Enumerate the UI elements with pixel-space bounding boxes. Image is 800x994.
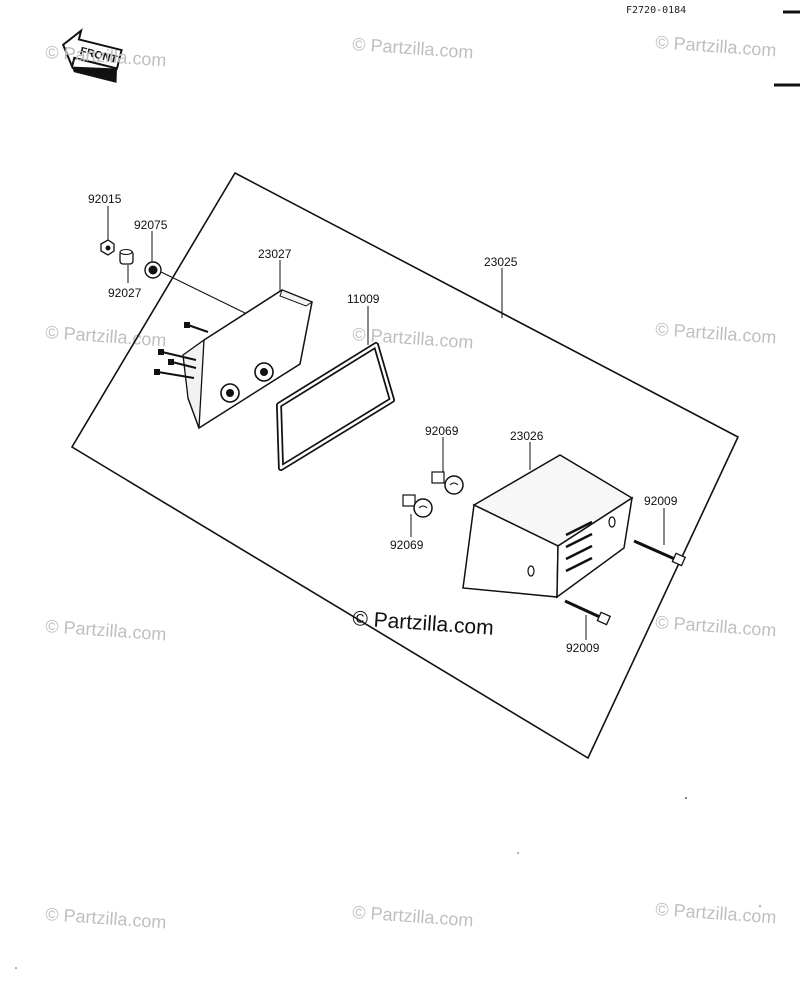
nut-icon [100, 239, 115, 256]
lamp-base-icon [154, 289, 314, 430]
screw-icon [564, 599, 612, 626]
watermark: © Partzilla.com [45, 616, 167, 644]
watermark: © Partzilla.com [655, 319, 777, 347]
label-92027: 92027 [108, 286, 142, 300]
label-92009: 92009 [566, 641, 600, 655]
watermark: © Partzilla.com [45, 904, 167, 932]
bulb-icon [402, 494, 433, 518]
watermark: © Partzilla.com [45, 42, 167, 70]
speck [517, 852, 519, 854]
speck [685, 797, 687, 799]
lens-icon [462, 454, 634, 599]
collar-icon [119, 249, 134, 265]
label-92009: 92009 [644, 494, 678, 508]
screw-icon [633, 539, 687, 567]
label-92075: 92075 [134, 218, 168, 232]
label-23026: 23026 [510, 429, 544, 443]
watermark: © Partzilla.com [655, 612, 777, 640]
assembly-boundary [70, 171, 740, 760]
diagram-code: F2720-0184 [626, 5, 686, 16]
leader-lines [107, 206, 665, 640]
watermark: © Partzilla.com [45, 322, 167, 350]
watermark: © Partzilla.com [655, 32, 777, 60]
label-23025: 23025 [484, 255, 518, 269]
front-arrow-icon: FRONT [61, 28, 123, 83]
bulb-icon [431, 471, 464, 495]
watermark: © Partzilla.com [352, 34, 474, 62]
gasket-icon [276, 342, 395, 471]
center-watermark: © Partzilla.com [352, 607, 495, 640]
label-11009: 11009 [347, 292, 380, 306]
label-23027: 23027 [258, 247, 292, 261]
label-92015: 92015 [88, 192, 122, 206]
label-92069: 92069 [390, 538, 424, 552]
label-92069: 92069 [425, 424, 459, 438]
grommet-icon [144, 261, 162, 279]
speck [15, 967, 17, 969]
speck [759, 905, 761, 907]
watermark: © Partzilla.com [352, 902, 474, 930]
watermark: © Partzilla.com [655, 899, 777, 927]
